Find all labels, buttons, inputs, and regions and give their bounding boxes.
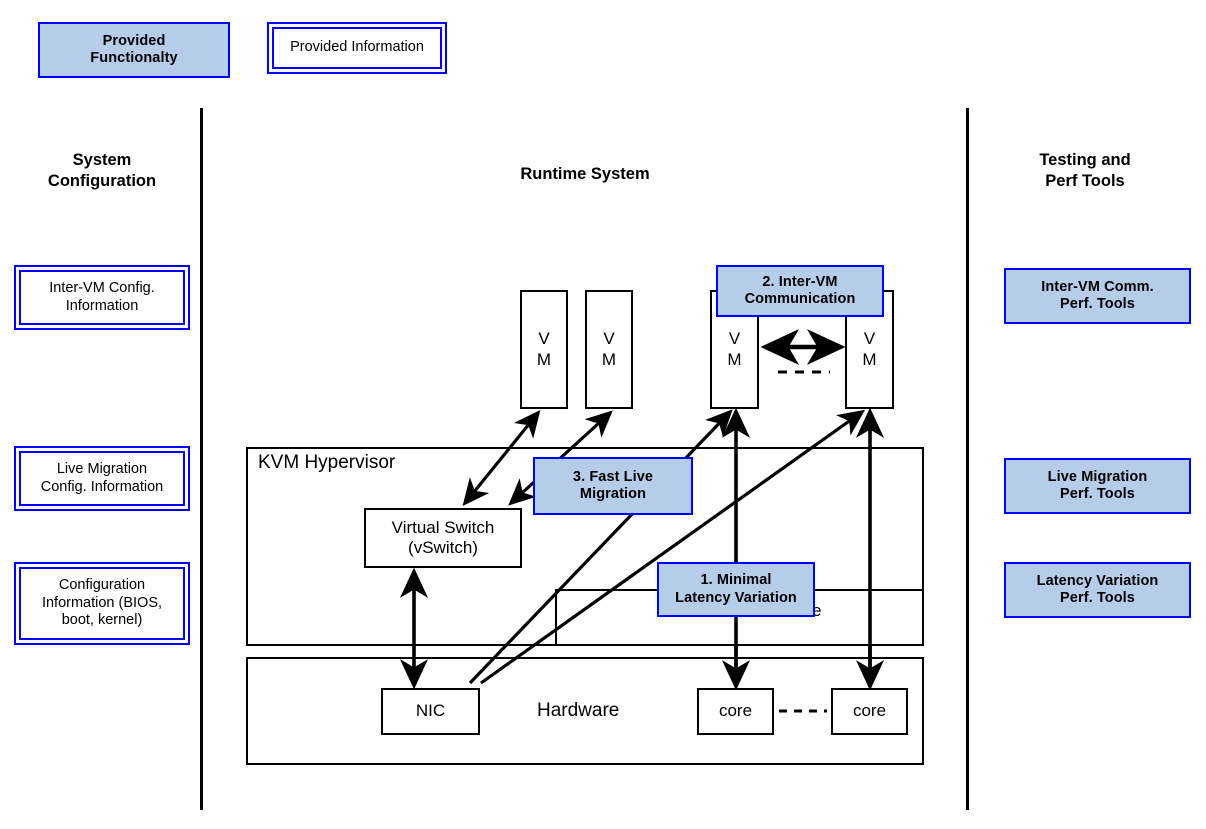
- config-inter-vm-line2: Information: [65, 297, 139, 314]
- tool-inter-vm-line2: Perf. Tools: [1060, 296, 1135, 312]
- legend-information-inner: Provided Information: [272, 27, 442, 69]
- callout-1-line2: Latency Variation: [675, 589, 797, 606]
- legend-provided-information: Provided Information: [267, 22, 447, 74]
- header-system-configuration: System Configuration: [8, 150, 196, 192]
- callout-3-line1: 3. Fast Live: [572, 468, 654, 485]
- divider-right: [966, 108, 969, 810]
- tool-box-latency-variation: Latency Variation Perf. Tools: [1004, 562, 1191, 618]
- header-testing-perf-tools: Testing and Perf Tools: [975, 150, 1195, 192]
- config-box-bios-boot-kernel: Configuration Information (BIOS, boot, k…: [14, 562, 190, 645]
- legend-information-label: Provided Information: [290, 39, 424, 56]
- core-2-label: core: [852, 701, 887, 721]
- tool-live-migration-line2: Perf. Tools: [1060, 486, 1135, 502]
- vm-4-line2: M: [862, 349, 877, 369]
- config-bios-line1: Configuration: [58, 577, 146, 594]
- config-inter-vm-line1: Inter-VM Config.: [49, 280, 155, 297]
- config-live-migration-line1: Live Migration: [56, 461, 148, 478]
- vm-1-line1: V: [538, 329, 550, 349]
- header-runtime-system-label: Runtime System: [520, 165, 650, 183]
- virtual-switch-box: Virtual Switch (vSwitch): [364, 508, 522, 568]
- vm-box-1: V M: [520, 290, 568, 409]
- virtual-switch-line2: (vSwitch): [408, 538, 478, 557]
- config-box-live-migration-inner: Live Migration Config. Information: [19, 451, 185, 506]
- header-runtime-system: Runtime System: [205, 165, 965, 184]
- tool-latency-line1: Latency Variation: [1036, 572, 1159, 589]
- nic-label: NIC: [415, 701, 446, 721]
- header-system-configuration-line2: Configuration: [47, 172, 157, 191]
- legend-functionality-line2: Functionalty: [90, 50, 178, 66]
- hardware-label: Hardware: [537, 700, 620, 721]
- header-testing-line1: Testing and: [1039, 151, 1131, 169]
- callout-fast-live-migration: 3. Fast Live Migration: [533, 457, 693, 515]
- header-system-configuration-line1: System: [72, 151, 132, 169]
- config-box-inter-vm-inner: Inter-VM Config. Information: [19, 270, 185, 325]
- nic-box: NIC: [381, 688, 480, 735]
- callout-3-line2: Migration: [579, 486, 647, 502]
- config-live-migration-line2: Config. Information: [40, 478, 164, 495]
- divider-left: [200, 108, 203, 810]
- vm-4-line1: V: [863, 329, 876, 349]
- vm-2-line2: M: [601, 349, 617, 369]
- vm-box-2: V M: [585, 290, 633, 409]
- callout-minimal-latency-variation: 1. Minimal Latency Variation: [657, 562, 815, 617]
- config-bios-line3: boot, kernel): [61, 612, 143, 629]
- legend-functionality-line1: Provided: [102, 32, 166, 49]
- config-box-live-migration: Live Migration Config. Information: [14, 446, 190, 511]
- config-box-bios-boot-kernel-inner: Configuration Information (BIOS, boot, k…: [19, 567, 185, 640]
- callout-inter-vm-communication: 2. Inter-VM Communication: [716, 265, 884, 317]
- callout-2-line2: Communication: [744, 291, 856, 307]
- tool-live-migration-line1: Live Migration: [1047, 468, 1148, 485]
- header-testing-line2: Perf Tools: [1045, 172, 1125, 191]
- core-box-2: core: [831, 688, 908, 735]
- tool-box-live-migration: Live Migration Perf. Tools: [1004, 458, 1191, 514]
- tool-inter-vm-line1: Inter-VM Comm.: [1041, 278, 1154, 295]
- vm-1-line2: M: [536, 349, 552, 369]
- vm-3-line1: V: [728, 329, 741, 349]
- tool-latency-line2: Perf. Tools: [1060, 590, 1135, 606]
- callout-2-line1: 2. Inter-VM: [762, 273, 838, 290]
- callout-1-line1: 1. Minimal: [700, 572, 772, 589]
- core-box-1: core: [697, 688, 774, 735]
- config-bios-line2: Information (BIOS,: [41, 594, 163, 611]
- core-1-label: core: [718, 701, 753, 721]
- legend-provided-functionality: Provided Functionalty: [38, 22, 230, 78]
- virtual-switch-line1: Virtual Switch: [391, 517, 495, 537]
- kvm-hypervisor-label: KVM Hypervisor: [258, 452, 396, 473]
- tool-box-inter-vm-comm: Inter-VM Comm. Perf. Tools: [1004, 268, 1191, 324]
- vm-2-line1: V: [603, 329, 615, 349]
- vm-3-line2: M: [727, 349, 742, 369]
- config-box-inter-vm: Inter-VM Config. Information: [14, 265, 190, 330]
